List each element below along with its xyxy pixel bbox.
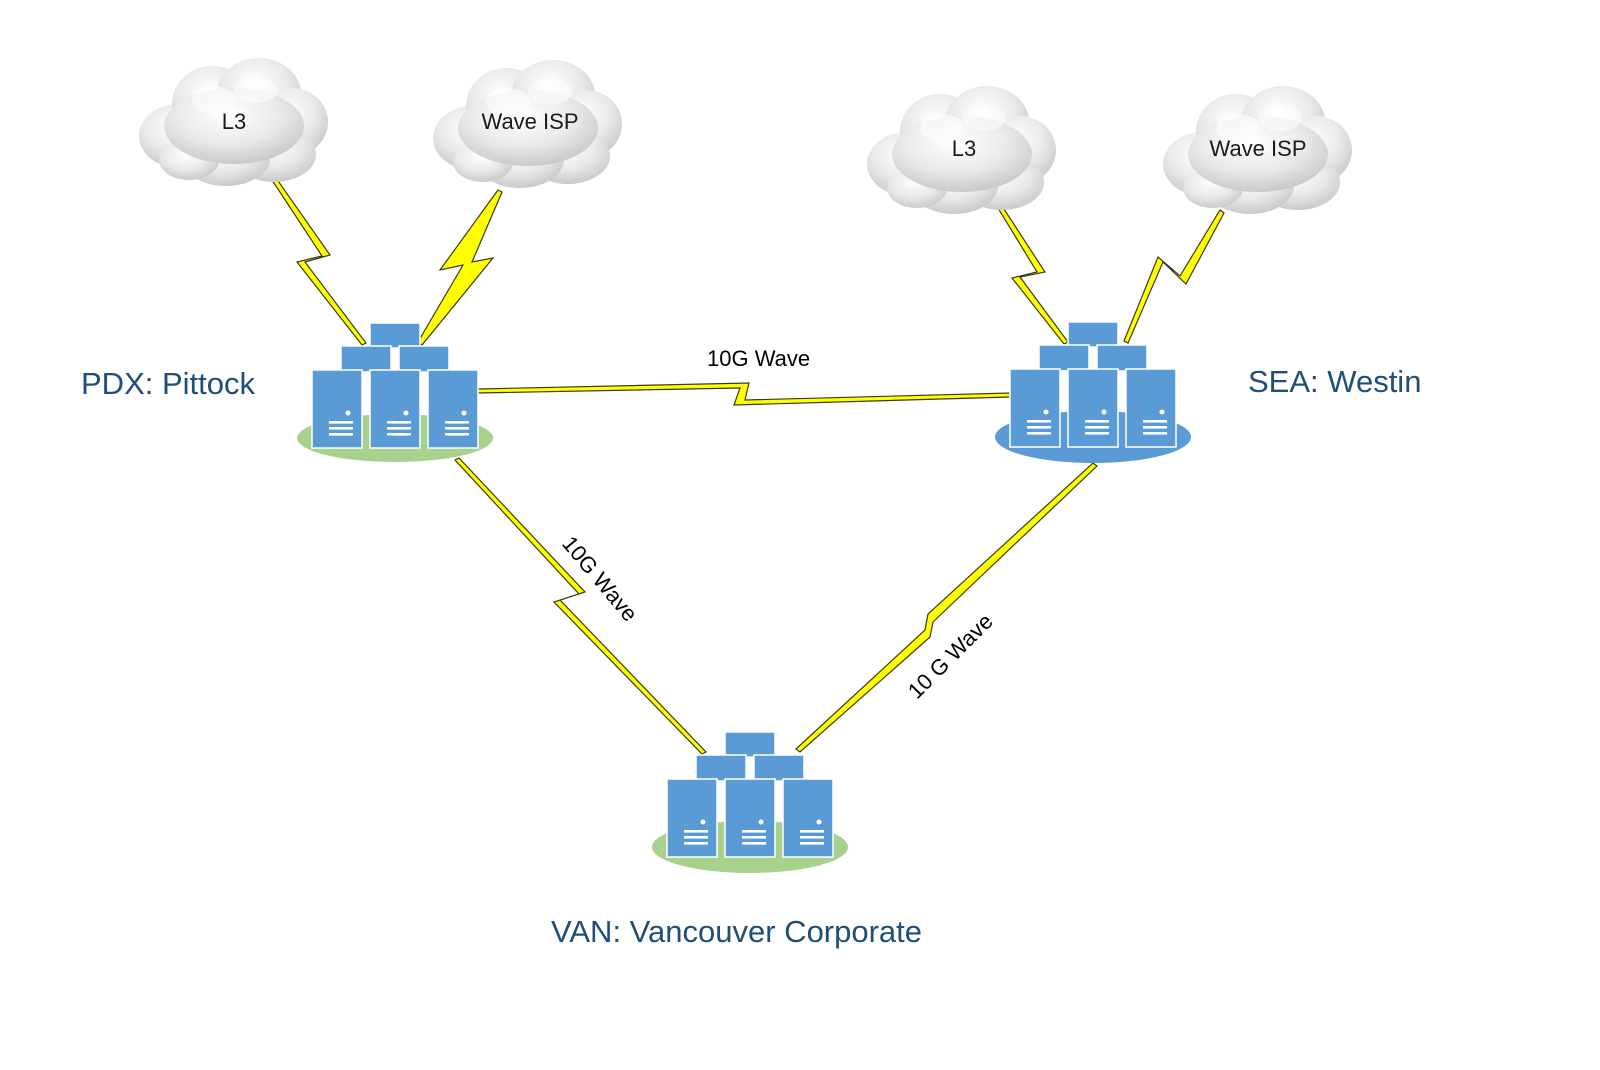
cloud-label: L3 <box>952 136 976 161</box>
lightning-bolt-icon <box>417 189 503 346</box>
link-pdx-sea: 10G Wave <box>477 346 1011 406</box>
site-label-sea: SEA: Westin <box>1248 364 1421 399</box>
server-cluster-icon <box>312 323 478 448</box>
server-cluster-icon <box>1010 322 1176 447</box>
site-label-van: VAN: Vancouver Corporate <box>551 914 922 949</box>
cloud-label: Wave ISP <box>1210 136 1307 161</box>
site-label-pdx: PDX: Pittock <box>81 366 255 401</box>
lightning-bolt-icon <box>454 457 707 755</box>
cloud-sea-wave-isp: Wave ISP <box>1163 86 1352 214</box>
lightning-bolt-icon <box>477 382 1011 406</box>
link-label-sea-van: 10 G Wave <box>903 609 998 704</box>
cloud-pdx-wave-isp: Wave ISP <box>433 60 622 188</box>
site-van: VAN: Vancouver Corporate <box>551 732 922 949</box>
lightning-bolt-icon <box>997 205 1069 345</box>
cloud-label: L3 <box>222 109 246 134</box>
link-pdx-wave-isp <box>417 189 503 346</box>
lightning-bolt-icon <box>1123 209 1225 344</box>
link-sea-l3 <box>997 205 1069 345</box>
link-label-pdx-sea: 10G Wave <box>707 346 810 371</box>
cloud-pdx-l3: L3 <box>139 58 328 186</box>
lightning-bolt-icon <box>271 177 367 346</box>
server-cluster-icon <box>667 732 833 857</box>
link-pdx-l3 <box>271 177 367 346</box>
cloud-label: Wave ISP <box>482 109 579 134</box>
site-sea: SEA: Westin <box>995 322 1421 463</box>
site-pdx: PDX: Pittock <box>81 323 493 462</box>
link-sea-wave-isp <box>1123 209 1225 344</box>
link-pdx-van: 10G Wave <box>454 457 707 755</box>
link-sea-van: 10 G Wave <box>795 462 1098 753</box>
lightning-bolt-icon <box>795 462 1098 753</box>
cloud-sea-l3: L3 <box>867 86 1056 214</box>
